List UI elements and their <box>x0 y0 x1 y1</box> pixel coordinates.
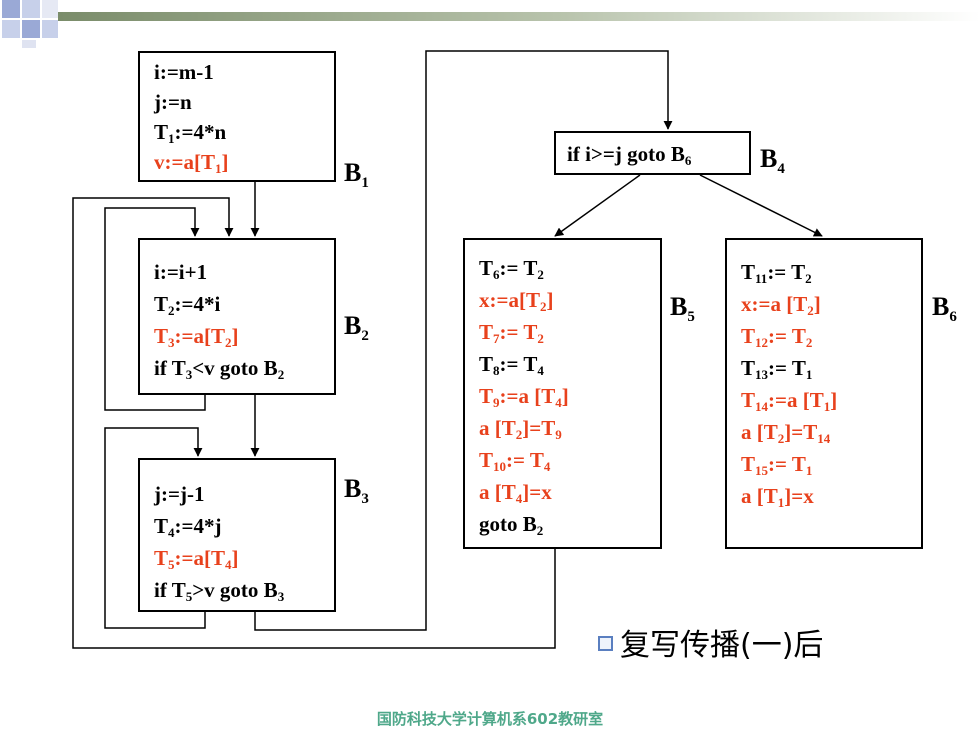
code-line-b3-3: T5:=a[T4] <box>154 546 239 572</box>
code-line-b5-7: T10:= T4 <box>479 448 551 474</box>
title-bar-decoration <box>2 0 980 48</box>
block-b4: if i>=j goto B6 <box>554 131 751 175</box>
block-label-b4: B4 <box>760 144 785 177</box>
code-line-b5-6: a [T2]=T9 <box>479 416 562 442</box>
block-label-b2: B2 <box>344 311 369 344</box>
code-line-b5-9: goto B2 <box>479 512 544 538</box>
code-line-b1-4: v:=a[T1] <box>154 150 229 176</box>
code-line-b2-3: T3:=a[T2] <box>154 324 239 350</box>
code-line-b5-3: T7:= T2 <box>479 320 544 346</box>
edge-b4-b6 <box>699 174 823 237</box>
edge-b5-b2 <box>72 197 556 649</box>
block-label-b1: B1 <box>344 158 369 191</box>
code-line-b6-3: T12:= T2 <box>741 324 813 350</box>
edge-b2-b2-loop <box>104 207 206 411</box>
block-b5: T6:= T2 x:=a[T2] T7:= T2 T8:= T4 T9:=a [T4] a… <box>463 238 662 549</box>
code-line-b3-4: if T5>v goto B3 <box>154 578 285 604</box>
bullet-icon <box>598 636 613 651</box>
block-label-b6: B6 <box>932 292 957 325</box>
code-line-b1-1: i:=m-1 <box>154 60 214 84</box>
code-line-b2-2: T2:=4*i <box>154 292 221 318</box>
code-line-b2-1: i:=i+1 <box>154 260 208 284</box>
code-line-b6-2: x:=a [T2] <box>741 292 821 318</box>
block-b6: T11:= T2 x:=a [T2] T12:= T2 T13:= T1 T14:=a … <box>725 238 923 549</box>
code-line-b1-2: j:=n <box>154 90 192 114</box>
edge-b3-b3-loop <box>104 427 206 629</box>
edge-b3-b4 <box>254 50 673 631</box>
code-line-b6-7: T15:= T1 <box>741 452 813 478</box>
slide-caption: 复写传播(一)后 <box>598 620 823 664</box>
code-line-b5-4: T8:= T4 <box>479 352 544 378</box>
edge-b4-b5 <box>554 174 641 237</box>
code-line-b3-2: T4:=4*j <box>154 514 222 540</box>
code-line-b6-1: T11:= T2 <box>741 260 812 286</box>
code-line-b5-1: T6:= T2 <box>479 256 544 282</box>
block-label-b5: B5 <box>670 292 695 325</box>
code-line-b5-8: a [T4]=x <box>479 480 552 506</box>
code-line-b6-8: a [T1]=x <box>741 484 814 510</box>
code-line-b1-3: T1:=4*n <box>154 120 227 146</box>
code-line-b5-5: T9:=a [T4] <box>479 384 569 410</box>
block-label-b3: B3 <box>344 474 369 507</box>
code-line-b6-6: a [T2]=T14 <box>741 420 831 446</box>
code-line-b5-2: x:=a[T2] <box>479 288 554 314</box>
code-line-b6-4: T13:= T1 <box>741 356 813 382</box>
slide-footer: 国防科技大学计算机系602教研室 <box>376 710 604 728</box>
code-line-b2-4: if T3<v goto B2 <box>154 356 285 382</box>
code-line-b4-1: if i>=j goto B6 <box>567 142 692 168</box>
code-line-b6-5: T14:=a [T1] <box>741 388 838 414</box>
code-line-b3-1: j:=j-1 <box>154 482 205 506</box>
